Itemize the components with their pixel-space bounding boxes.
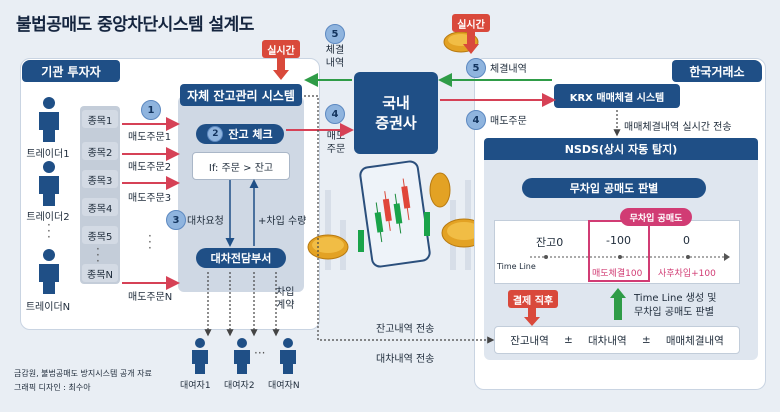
formula-balance: 잔고내역 [510, 334, 549, 347]
stock-3: 종목3 [82, 170, 118, 188]
loan-transfer-label: 대차내역 전송 [376, 354, 435, 365]
formula-op-1: ± [564, 334, 573, 346]
trader-1-label: 트레이더1 [26, 149, 70, 160]
exchange-step-5-badge: 5 [466, 58, 486, 78]
stock-4: 종목4 [82, 198, 118, 216]
exchange-step-4-badge: 4 [466, 110, 486, 130]
institutional-investor-header: 기관 투자자 [22, 60, 120, 82]
page-title: 불법공매도 중앙차단시스템 설계도 [16, 15, 254, 35]
timeline-note-line1: Time Line 생성 및 [634, 293, 717, 304]
formula-loan: 대차내역 [588, 334, 627, 347]
trader-2-icon [39, 161, 59, 206]
after-settlement-tag: 결제 직후 [508, 290, 558, 308]
post-borrow-label: 사후차입+100 [658, 269, 716, 279]
exchange-realtime-tag: 실시간 [452, 14, 490, 32]
naked-short-judgement-pill: 무차입 공매도 판별 [522, 178, 706, 198]
sell-execution-label: 매도체결100 [592, 269, 643, 279]
lender-2-icon [234, 338, 250, 374]
formula-op-2: ± [641, 334, 651, 346]
naked-short-highlight-box [588, 220, 650, 282]
designer-credit: 그래픽 디자인 : 최수아 [14, 383, 91, 392]
step-1-badge: 1 [141, 100, 161, 120]
sell-order-n-label: 매도주문N [128, 292, 173, 303]
balance-realtime-tag: 실시간 [262, 40, 300, 58]
order-ellipsis: ··· [148, 229, 152, 255]
formula-trade: 매매체결내역 [665, 334, 724, 347]
broker-step-4-badge: 4 [325, 104, 345, 124]
smartphone-chart-icon [358, 160, 431, 268]
balance-system-header: 자체 잔고관리 시스템 [180, 84, 302, 106]
sell-order-3-label: 매도주문3 [128, 193, 172, 204]
trader-ellipsis: ··· [47, 218, 51, 244]
korea-exchange-header: 한국거래소 [672, 60, 762, 82]
stock-5: 종목5 [82, 226, 118, 244]
broker-step-5-badge: 5 [325, 24, 345, 44]
minus-100-label: -100 [606, 234, 631, 247]
broker-execution-label: 체결 내역 [325, 45, 345, 69]
stock-ellipsis: ··· [96, 242, 100, 268]
coin-left-icon [307, 234, 349, 260]
domestic-broker-box: 국내 증권사 [354, 72, 438, 154]
borrow-contract-label: 차입 계약 [276, 287, 295, 311]
stock-1: 종목1 [82, 110, 118, 128]
trader-n-label: 트레이더N [25, 302, 71, 313]
sell-order-2-label: 매도주문2 [128, 162, 172, 173]
lender-n-icon [280, 338, 296, 374]
timeline-note-line2: 무차입 공매도 판별 [634, 307, 714, 318]
naked-short-badge: 무차입 공매도 [620, 208, 692, 226]
broker-name-line2: 증권사 [375, 114, 417, 132]
balance-zero-label: 잔고0 [536, 236, 564, 249]
lender-2-label: 대여자2 [224, 381, 255, 391]
lending-dept-pill: 대차전담부서 [196, 248, 286, 268]
exchange-realtime-arrow-icon [463, 32, 479, 54]
timeline-box [494, 220, 740, 284]
trader-1-icon [39, 97, 59, 142]
trader-n-icon [39, 249, 59, 294]
step-2-badge: 2 [207, 126, 224, 142]
balance-realtime-arrow-icon [273, 58, 289, 80]
krx-system-box: KRX 매매체결 시스템 [554, 84, 680, 108]
borrow-amount-label: +차입 수량 [258, 216, 307, 227]
broker-order-label: 매도 주문 [326, 131, 346, 155]
trader-2-label: 트레이더2 [26, 212, 70, 223]
source-credit: 금감원, 불법공매도 방지시스템 공개 자료 [14, 369, 152, 378]
lender-ellipsis: ··· [254, 346, 266, 360]
balance-check-label: 잔고 체크 [228, 128, 273, 141]
stock-2: 종목2 [82, 142, 118, 160]
lender-1-label: 대여자1 [180, 381, 211, 391]
lender-1-icon [192, 338, 208, 374]
after-settlement-arrow-icon [524, 308, 540, 326]
step-3-badge: 3 [166, 210, 186, 230]
exchange-order-label: 매도주문 [490, 116, 527, 127]
exchange-execution-label: 체결내역 [490, 64, 527, 75]
condition-box: If: 주문 > 잔고 [192, 152, 290, 180]
broker-name-line1: 국내 [382, 94, 410, 112]
timeline-axis [530, 253, 730, 261]
nsds-header: NSDS(상시 자동 탐지) [484, 138, 758, 160]
balance-transfer-label: 잔고내역 전송 [376, 324, 435, 335]
stock-list [80, 106, 120, 284]
realtime-transfer-label: 매매체결내역 실시간 전송 [624, 122, 732, 133]
stock-n: 종목N [82, 264, 118, 282]
timeline-label: Time Line [497, 262, 536, 271]
balance-check-pill: 2 잔고 체크 [196, 124, 284, 144]
formula-box: 잔고내역 ± 대차내역 ± 매매체결내역 [494, 326, 740, 354]
zero-label: 0 [683, 234, 690, 247]
timeline-up-arrow-icon [610, 288, 626, 320]
lender-n-label: 대여자N [268, 381, 300, 391]
coin-mid-icon [429, 172, 451, 208]
loan-request-label: 대차요청 [187, 216, 224, 227]
sell-order-1-label: 매도주문1 [128, 132, 172, 143]
